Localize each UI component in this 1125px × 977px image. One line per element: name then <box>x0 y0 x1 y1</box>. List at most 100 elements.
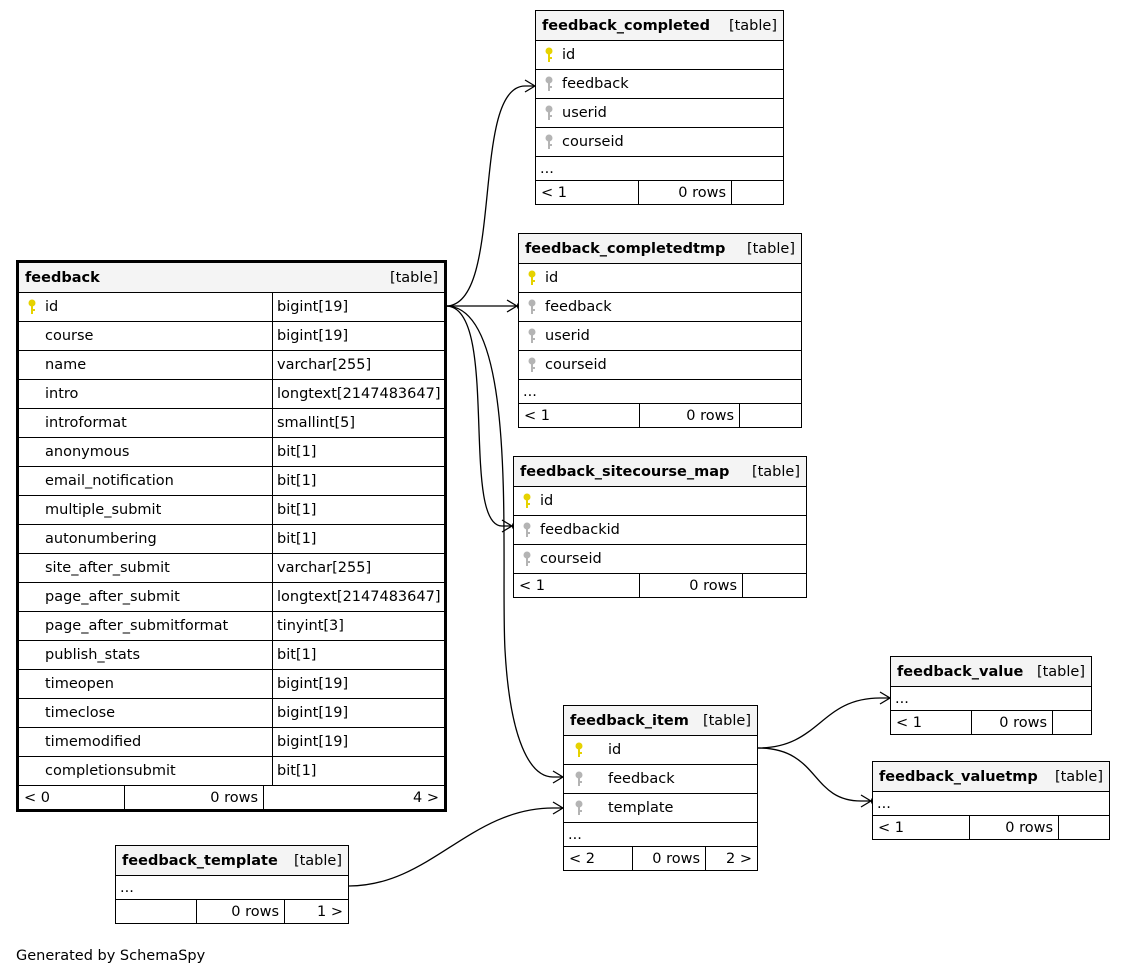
blank-key-slot <box>19 728 45 756</box>
parents-count[interactable]: < 2 <box>569 850 595 867</box>
table-type: [table] <box>293 852 342 869</box>
column-type: bigint[19] <box>272 293 444 321</box>
column-row[interactable]: id <box>564 735 757 764</box>
blank-key-slot <box>19 583 45 611</box>
row-count: 0 rows <box>638 181 731 204</box>
more-columns-ellipsis[interactable]: ... <box>536 156 783 180</box>
foreign-key-icon <box>536 99 562 127</box>
rel-item-valuetmp <box>757 747 862 802</box>
column-row[interactable]: template <box>564 793 757 822</box>
blank-key-slot <box>19 757 45 785</box>
foreign-key-icon <box>514 516 540 544</box>
column-row[interactable]: timeclose bigint[19] <box>19 698 444 727</box>
column-name: id <box>545 270 559 286</box>
children-count[interactable] <box>1058 816 1109 839</box>
row-count: 0 rows <box>124 786 263 809</box>
column-type: bit[1] <box>272 757 444 785</box>
column-row[interactable]: courseid <box>536 127 783 156</box>
table-feedback-valuetmp[interactable]: feedback_valuetmp [table] ... < 1 0 rows <box>872 761 1110 840</box>
column-row[interactable]: completionsubmit bit[1] <box>19 756 444 785</box>
column-row[interactable]: id <box>519 263 801 292</box>
primary-key-icon <box>536 41 562 69</box>
rel-feedback-completed <box>445 85 526 307</box>
table-feedback-template[interactable]: feedback_template [table] ... 0 rows 1 > <box>115 845 349 924</box>
column-type: bigint[19] <box>272 699 444 727</box>
table-feedback-completed[interactable]: feedback_completed [table] id feedback u… <box>535 10 784 205</box>
column-type: bit[1] <box>272 467 444 495</box>
parents-count[interactable] <box>116 900 196 923</box>
column-type: bit[1] <box>272 438 444 466</box>
table-type: [table] <box>1036 663 1085 680</box>
more-columns-ellipsis[interactable]: ... <box>564 822 757 846</box>
table-feedback-value[interactable]: feedback_value [table] ... < 1 0 rows <box>890 656 1092 735</box>
table-name: feedback_valuetmp <box>879 768 1038 785</box>
foreign-key-icon <box>519 322 545 350</box>
table-feedback-item[interactable]: feedback_item [table] id feedback templa… <box>563 705 758 871</box>
blank-key-slot <box>19 351 45 379</box>
rel-template-item <box>348 807 554 887</box>
column-row[interactable]: id <box>514 486 806 515</box>
more-columns-ellipsis[interactable]: ... <box>519 379 801 403</box>
column-row[interactable]: id <box>536 40 783 69</box>
parents-count[interactable]: < 1 <box>541 184 567 201</box>
table-feedback-sitecourse-map[interactable]: feedback_sitecourse_map [table] id feedb… <box>513 456 807 598</box>
parents-count[interactable]: < 1 <box>519 577 545 594</box>
parents-count[interactable]: < 1 <box>524 407 550 424</box>
foreign-key-icon <box>519 351 545 379</box>
more-columns-ellipsis[interactable]: ... <box>116 875 348 899</box>
children-count[interactable] <box>731 181 783 204</box>
column-type: tinyint[3] <box>272 612 444 640</box>
column-row[interactable]: feedbackid <box>514 515 806 544</box>
children-count[interactable] <box>739 404 801 427</box>
column-name: completionsubmit <box>45 763 176 779</box>
column-row[interactable]: feedback <box>536 69 783 98</box>
column-name: multiple_submit <box>45 502 162 518</box>
blank-key-slot <box>19 554 45 582</box>
parents-count[interactable]: < 1 <box>878 819 904 836</box>
more-columns-ellipsis[interactable]: ... <box>891 686 1091 710</box>
column-row[interactable]: courseid <box>514 544 806 573</box>
row-count: 0 rows <box>196 900 284 923</box>
column-row[interactable]: userid <box>536 98 783 127</box>
parents-count[interactable]: < 1 <box>896 714 922 731</box>
foreign-key-icon <box>536 128 562 156</box>
column-row[interactable]: userid <box>519 321 801 350</box>
row-count: 0 rows <box>632 847 705 870</box>
column-name: timeclose <box>45 705 116 721</box>
column-name: introformat <box>45 415 127 431</box>
children-count[interactable] <box>1052 711 1091 734</box>
table-type: [table] <box>702 712 751 729</box>
column-name: intro <box>45 386 79 402</box>
column-name: feedback <box>562 76 629 92</box>
blank-key-slot <box>19 380 45 408</box>
column-row[interactable]: feedback <box>519 292 801 321</box>
more-columns-ellipsis[interactable]: ... <box>873 791 1109 815</box>
children-count[interactable]: 2 > <box>705 847 757 870</box>
column-row[interactable]: feedback <box>564 764 757 793</box>
children-count[interactable]: 4 > <box>263 786 444 809</box>
parents-count[interactable]: < 0 <box>24 789 50 806</box>
row-count: 0 rows <box>639 574 742 597</box>
column-name: timeopen <box>45 676 114 692</box>
column-row[interactable]: courseid <box>519 350 801 379</box>
children-count[interactable]: 1 > <box>284 900 348 923</box>
table-feedback-completedtmp[interactable]: feedback_completedtmp [table] id feedbac… <box>518 233 802 428</box>
column-name: name <box>45 357 87 373</box>
children-count[interactable] <box>742 574 806 597</box>
